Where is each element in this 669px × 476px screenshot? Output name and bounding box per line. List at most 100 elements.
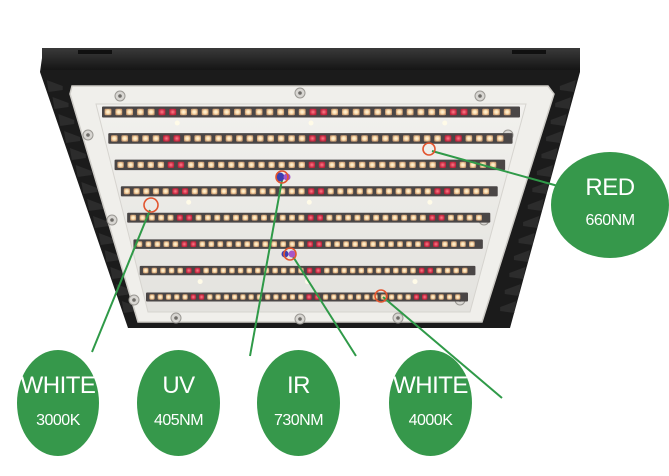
- fin: [504, 284, 521, 296]
- white-led: [363, 214, 370, 221]
- white-led: [127, 161, 134, 168]
- screw-hole: [478, 94, 482, 98]
- white-led: [163, 241, 170, 248]
- white-led: [104, 108, 112, 116]
- white-led: [154, 241, 161, 248]
- fin: [104, 250, 121, 262]
- white-led: [201, 108, 209, 116]
- screw-hole: [298, 317, 302, 321]
- white-led: [262, 241, 269, 248]
- white-led: [130, 214, 137, 221]
- white-led: [223, 214, 230, 221]
- fin: [87, 199, 104, 211]
- red-led: [429, 214, 436, 221]
- red-led: [307, 241, 314, 248]
- white-led: [409, 161, 416, 168]
- white-led: [465, 135, 473, 142]
- white-led: [475, 214, 482, 221]
- white-led: [191, 188, 198, 195]
- white-led: [220, 188, 228, 195]
- white-led: [388, 241, 394, 248]
- white-led: [148, 214, 155, 221]
- white-led: [392, 135, 400, 142]
- white-led: [121, 135, 129, 142]
- red-led: [438, 214, 445, 221]
- uv-neighbor-diode: [283, 173, 291, 181]
- white-led: [503, 108, 511, 116]
- red-led: [186, 214, 193, 221]
- white-led: [451, 241, 457, 248]
- fin: [555, 97, 572, 109]
- white-led: [279, 214, 286, 221]
- callout-white-4000-title: WHITE: [393, 372, 468, 399]
- red-led: [317, 214, 324, 221]
- fin: [513, 250, 530, 262]
- white-led: [298, 241, 305, 248]
- white-led: [265, 294, 271, 300]
- white-led: [486, 135, 494, 142]
- white-led: [115, 108, 123, 116]
- white-led: [147, 108, 155, 116]
- white-led: [177, 267, 183, 274]
- white-led: [197, 161, 205, 168]
- fin: [559, 80, 576, 92]
- white-led: [246, 135, 254, 142]
- white-led: [211, 267, 218, 274]
- white-led: [482, 108, 490, 116]
- white-led: [414, 188, 422, 195]
- red-led: [317, 188, 325, 195]
- white-led: [352, 108, 360, 116]
- white-led: [237, 267, 244, 274]
- white-led: [385, 188, 393, 195]
- white-led: [190, 108, 198, 116]
- white-led: [405, 294, 411, 300]
- white-led: [356, 188, 363, 195]
- white-led: [246, 267, 252, 274]
- white-led: [289, 294, 296, 300]
- leader-line-ir: [291, 254, 357, 357]
- fin: [69, 148, 86, 160]
- red-led: [181, 188, 189, 195]
- white-led: [255, 267, 261, 274]
- white-led: [152, 135, 160, 142]
- fin: [116, 284, 133, 296]
- white-led: [453, 267, 459, 274]
- white-led: [160, 267, 166, 274]
- red-led: [320, 108, 328, 116]
- white-led: [133, 188, 140, 195]
- white-led: [267, 135, 275, 142]
- white-led: [258, 161, 265, 168]
- white-led: [194, 135, 202, 142]
- white-led: [364, 294, 370, 300]
- red-led: [309, 108, 317, 116]
- white-led: [347, 188, 354, 195]
- red-led: [455, 135, 462, 142]
- callout-red: RED 660NM: [551, 152, 669, 258]
- white-led: [389, 161, 396, 168]
- white-led: [244, 108, 252, 116]
- fin: [92, 216, 109, 228]
- callout-uv-value: 405NM: [153, 412, 204, 429]
- white-led: [339, 294, 345, 300]
- fin: [58, 114, 75, 126]
- white-led: [223, 294, 230, 300]
- white-led: [363, 108, 371, 116]
- white-led: [350, 135, 358, 142]
- white-led: [376, 188, 383, 195]
- panel-inner: [95, 103, 527, 313]
- white-led: [137, 161, 144, 168]
- white-led: [158, 214, 165, 221]
- white-led: [165, 294, 172, 300]
- leader-line-uv: [249, 179, 283, 357]
- white-led: [249, 188, 257, 195]
- white-led: [240, 188, 247, 195]
- white-led: [215, 294, 221, 300]
- white-led: [230, 188, 237, 195]
- white-led: [271, 241, 278, 248]
- red-led: [186, 267, 192, 274]
- red-led: [418, 267, 425, 274]
- red-led: [424, 241, 430, 248]
- screw-hole: [132, 298, 136, 302]
- white-led: [332, 267, 339, 274]
